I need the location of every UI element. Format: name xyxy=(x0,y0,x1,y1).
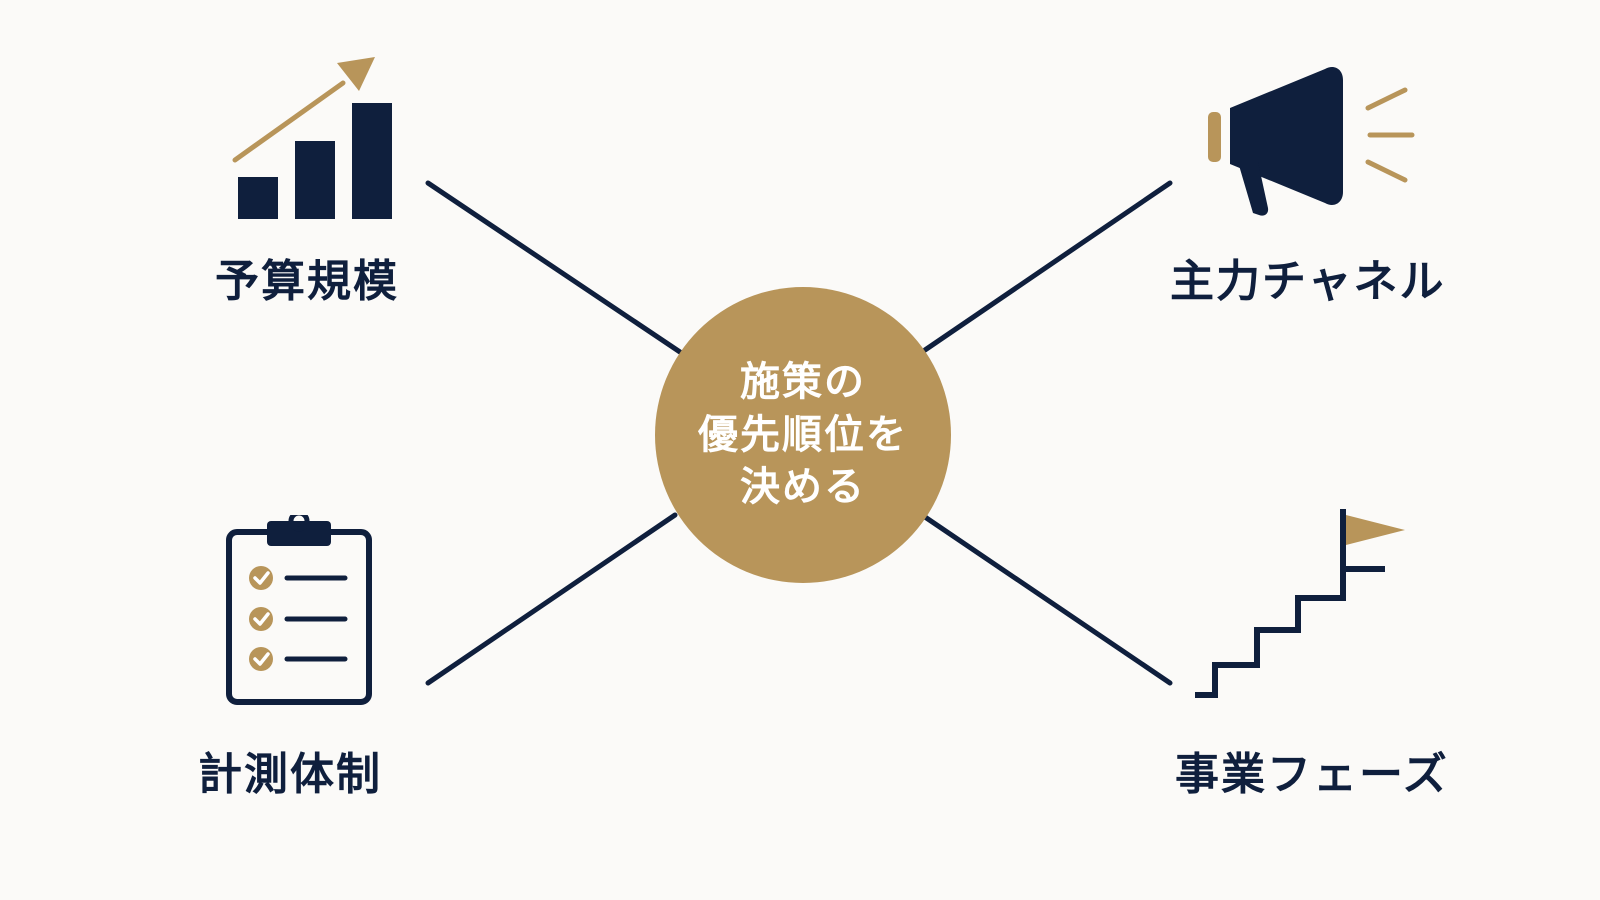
central-goal-line-1: 施策の xyxy=(740,358,866,405)
connector-top-left xyxy=(425,180,683,355)
central-goal-line-2: 優先順位を xyxy=(698,411,908,458)
central-goal-line-3: 決める xyxy=(740,464,866,511)
central-goal-circle: 施策の 優先順位を 決める xyxy=(655,287,951,583)
factor-label-measurement: 計測体制 xyxy=(198,749,382,800)
factor-label-channel: 主力チャネル xyxy=(1170,256,1446,307)
connector-top-right xyxy=(922,180,1173,353)
factor-label-phase: 事業フェーズ xyxy=(1175,749,1449,800)
clipboard-checklist-icon xyxy=(226,515,372,705)
connector-bottom-left xyxy=(425,512,678,686)
factor-label-budget: 予算規模 xyxy=(215,256,399,307)
stairs-flag-icon xyxy=(1195,509,1405,698)
connector-bottom-right xyxy=(922,514,1173,686)
bar-chart-growth-icon xyxy=(232,57,392,219)
megaphone-icon xyxy=(1208,67,1415,216)
